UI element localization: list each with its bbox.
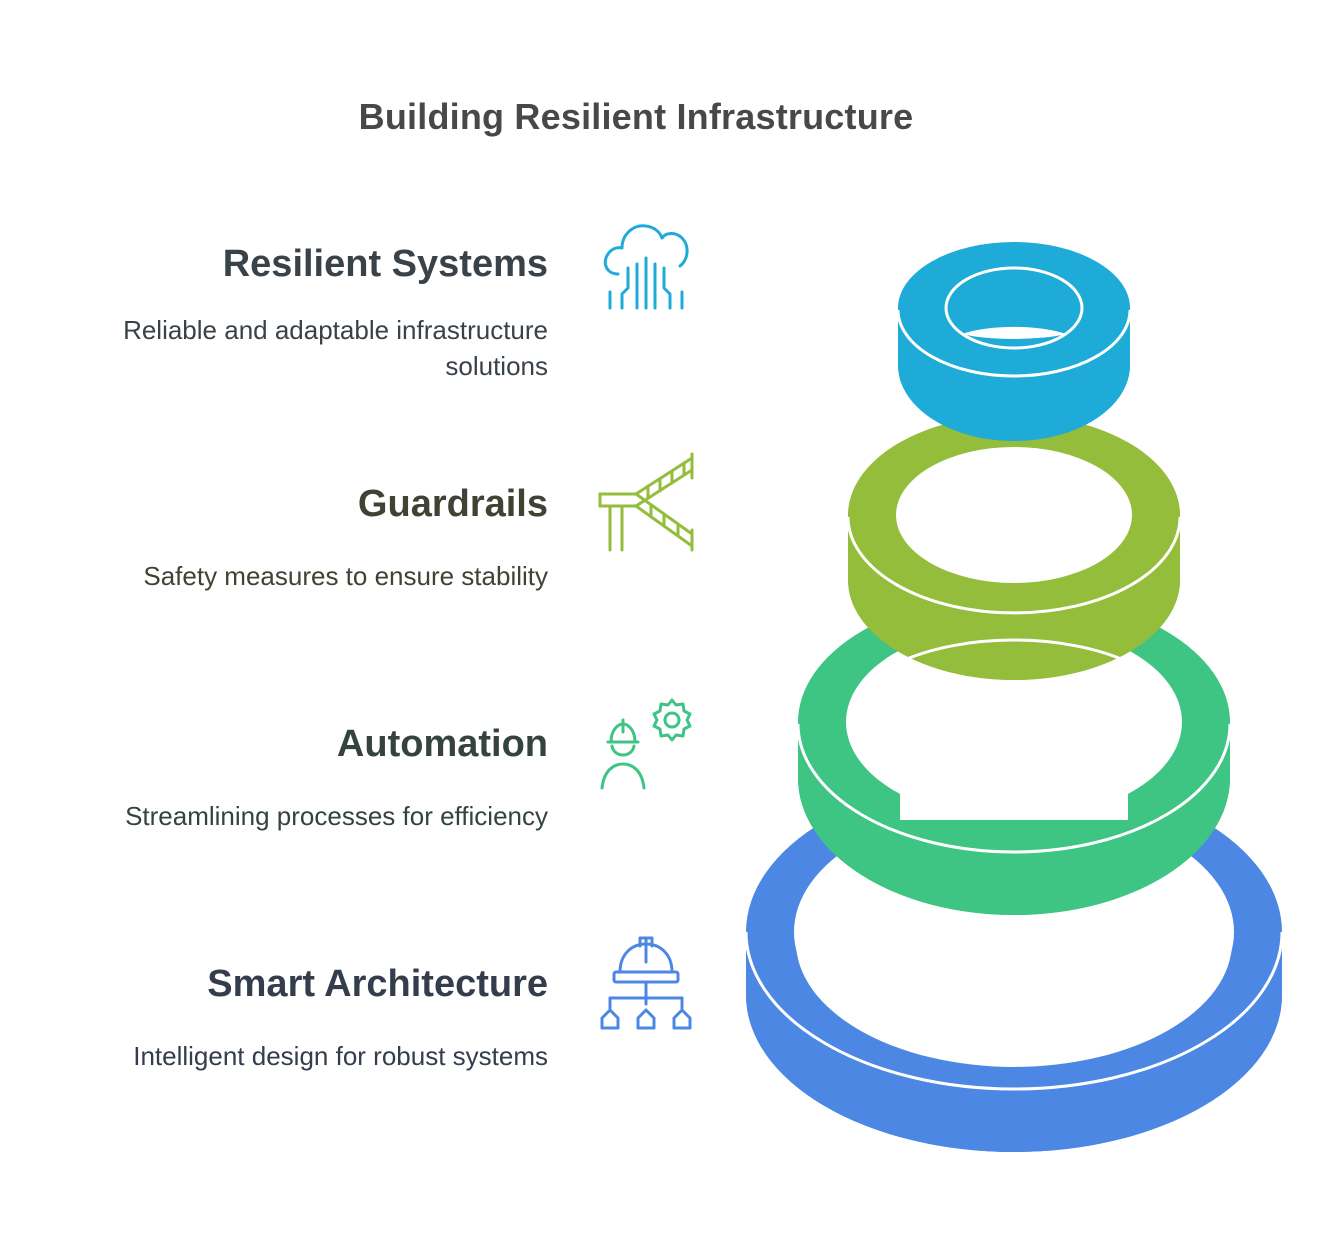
item-title-smart-architecture: Smart Architecture: [207, 963, 548, 1005]
item-desc-automation: Streamlining processes for efficiency: [125, 801, 548, 831]
guardrail-icon: [598, 452, 694, 552]
ring-guardrails: [846, 415, 1182, 680]
item-title-guardrails: Guardrails: [357, 483, 548, 525]
item-title-automation: Automation: [336, 723, 548, 765]
item-desc-resilient-systems: Reliable and adaptable infrastructure so…: [123, 315, 548, 381]
item-title-resilient-systems: Resilient Systems: [222, 243, 548, 285]
worker-gear-icon: [600, 698, 692, 790]
item-desc-smart-architecture: Intelligent design for robust systems: [133, 1041, 548, 1071]
ring-resilient-systems: [896, 242, 1132, 441]
diagram-title: Building Resilient Infrastructure: [358, 96, 914, 137]
cloud-circuit-icon: [603, 224, 689, 310]
item-desc-guardrails: Safety measures to ensure stability: [143, 561, 548, 591]
hardhat-hierarchy-icon: [600, 936, 692, 1030]
